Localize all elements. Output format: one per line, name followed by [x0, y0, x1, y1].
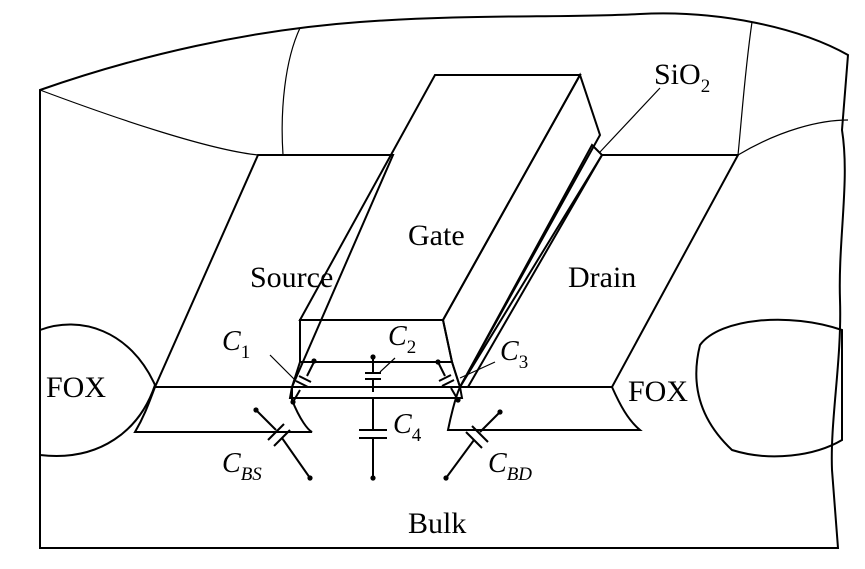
label-c2: C2: [388, 321, 416, 358]
source-region-front: [133, 386, 313, 433]
label-c1: C1: [222, 326, 250, 363]
label-source: Source: [250, 261, 333, 294]
label-c4: C4: [393, 409, 422, 446]
label-c3: C3: [500, 336, 528, 373]
sio2-pointer: [599, 87, 661, 153]
label-bulk: Bulk: [408, 507, 466, 540]
label-cbs: CBS: [222, 448, 262, 485]
label-sio2: SiO2: [654, 58, 710, 97]
gate-oxide: [290, 361, 462, 388]
capacitor-cbd: [443, 409, 503, 481]
oxide-region-left-boundary: [39, 89, 259, 156]
capacitor-c3: [435, 359, 496, 403]
drain-region-front: [446, 386, 643, 431]
capacitor-cbs: [253, 407, 313, 481]
label-gate: Gate: [408, 219, 465, 252]
capacitor-c4: [359, 398, 387, 481]
gate-front: [299, 319, 454, 363]
fox-right-region: [695, 318, 843, 458]
oxide-region-right-boundary: [737, 119, 849, 156]
oxide-region-right-inner: [737, 21, 753, 156]
gate-right-face: [441, 72, 602, 390]
capacitor-c1: [269, 354, 317, 405]
oxide-region-left-inner: [281, 27, 301, 156]
gate-top: [298, 74, 582, 321]
label-cbd: CBD: [488, 448, 532, 485]
label-drain: Drain: [568, 261, 636, 294]
capacitor-c2: [365, 354, 396, 392]
channel-surface: [288, 386, 464, 399]
gate-oxide-side: [458, 143, 604, 388]
label-fox-left: FOX: [46, 371, 106, 404]
substrate-outline: [39, 12, 850, 549]
label-fox-right: FOX: [628, 375, 688, 408]
